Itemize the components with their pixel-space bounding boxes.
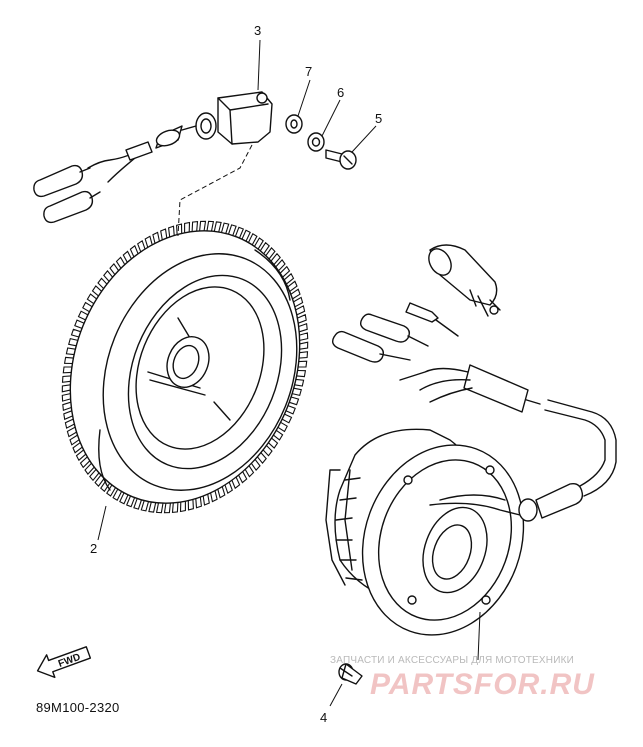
callout-4: 4 <box>320 710 327 725</box>
leader-5 <box>351 125 377 153</box>
callout-6: 6 <box>337 85 344 100</box>
fwd-label: FWD <box>57 652 82 670</box>
leader-7 <box>297 79 311 117</box>
plain-washer-6 <box>307 132 325 152</box>
leader-stator <box>477 611 481 661</box>
leader-2 <box>97 505 107 541</box>
diagram-part-code: 89M100-2320 <box>36 700 120 715</box>
screw-4 <box>338 663 363 685</box>
callout-2: 2 <box>90 541 97 556</box>
ring-gear-teeth <box>61 220 309 514</box>
pulser-coil <box>33 91 273 224</box>
watermark-brand: PARTSFOR.RU <box>370 668 595 701</box>
leader-3-dashed <box>177 144 253 237</box>
stator-assembly <box>325 399 617 636</box>
stator-wire-harness <box>331 244 541 413</box>
watermark-tagline: ЗАПЧАСТИ И АКСЕССУАРЫ ДЛЯ МОТОТЕХНИКИ <box>330 655 574 666</box>
callout-3: 3 <box>254 23 261 38</box>
lock-washer-7 <box>285 114 303 134</box>
leader-6 <box>321 99 341 137</box>
callout-5: 5 <box>375 111 382 126</box>
leader-3 <box>257 39 261 91</box>
callout-7: 7 <box>305 64 312 79</box>
flywheel-rotor <box>61 220 309 514</box>
gear-teeth-path <box>61 220 309 514</box>
leader-4 <box>329 683 343 707</box>
fwd-arrow-icon: FWD <box>36 646 92 679</box>
screw-5 <box>325 149 357 170</box>
